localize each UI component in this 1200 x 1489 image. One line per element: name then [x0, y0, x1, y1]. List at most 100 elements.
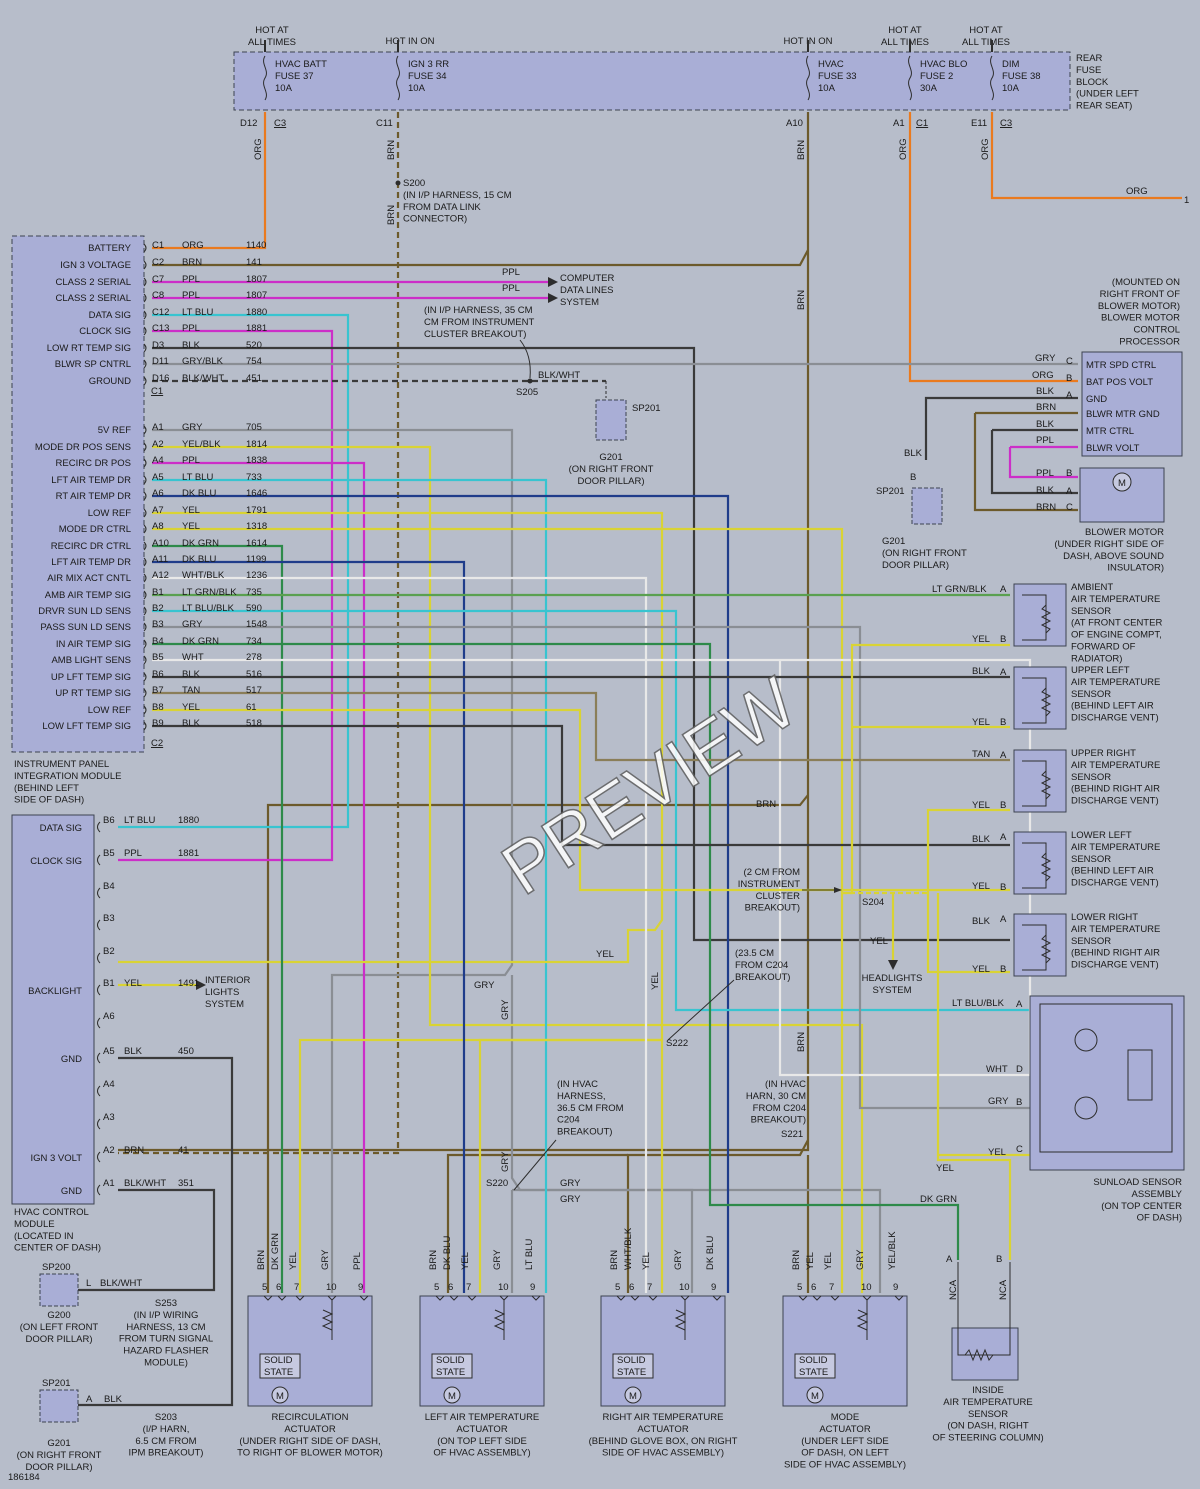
ipim-pin-circuit-12: 1838 — [246, 455, 267, 466]
temp-sensor-b-5: B — [1000, 964, 1006, 975]
wire-tan-b7 — [152, 691, 1010, 762]
ipim-pin-color-26: TAN — [182, 685, 200, 696]
temp-sensor-a-2: A — [1000, 667, 1007, 678]
temp-sensor-resistor-1 — [1040, 604, 1052, 634]
inside-sensor-leads — [957, 1262, 1011, 1356]
actuator-3-terminal-3 — [648, 1295, 658, 1301]
ipim-connector-mark-6 — [143, 326, 147, 336]
sp200-pin: L — [86, 1278, 91, 1289]
wire-gry-s220-2 — [512, 1188, 694, 1293]
terminal-a10: A10 — [786, 118, 803, 129]
temp-sensor-leads-2 — [1022, 677, 1047, 724]
wire-brn-s221 — [626, 1139, 809, 1293]
ipim-pin-id-7: D3 — [152, 340, 164, 351]
wire-label-tan: TAN — [972, 749, 990, 760]
ipim-connector-mark-21 — [143, 606, 147, 616]
actuator-2-wire-5: LT BLU — [524, 1239, 535, 1270]
hvac-pin-name-6: BACKLIGHT — [28, 986, 82, 997]
ipim-pin-color-18: DK BLU — [182, 554, 216, 565]
wire-label-ppl-b2: PPL — [1036, 468, 1054, 479]
wire-ltblu-data — [118, 313, 350, 829]
wire-label-yel-2: YEL — [650, 972, 661, 990]
sp201-left-label: SP201 — [42, 1378, 71, 1389]
temp-sensor-b-2: B — [1000, 717, 1006, 728]
blower-pin-a: A — [1066, 486, 1073, 497]
ipim-pin-name-10: 5V REF — [98, 425, 131, 436]
hvac-pin-circuit-8: 450 — [178, 1046, 194, 1057]
actuator-4-wire-5: YEL/BLK — [887, 1231, 898, 1270]
sunload-pin-2: D — [1016, 1064, 1023, 1075]
blower-proc-pin-name-3: GND — [1086, 394, 1107, 405]
terminal-e11: E11 — [971, 118, 987, 129]
wire-label-nca-1: NCA — [948, 1279, 959, 1300]
wire-label-blk-b1: BLK — [1036, 386, 1055, 397]
diagram-id: 186184 — [8, 1472, 40, 1483]
actuator-3-pin-4: 10 — [679, 1282, 690, 1293]
ipim-pin-circuit-18: 1199 — [246, 554, 266, 565]
actuator-4-pin-2: 6 — [811, 1282, 816, 1293]
ipim-pin-color-21: LT BLU/BLK — [182, 603, 235, 614]
ipim-pin-color-2: BRN — [182, 257, 202, 268]
wire-ltblu-a5 — [152, 478, 548, 1293]
s221-label: S221 — [781, 1129, 803, 1140]
wire-gry-5vref — [152, 428, 514, 1293]
sunload-diode-1 — [1074, 1028, 1098, 1052]
ipim-pin-id-1: C1 — [152, 240, 164, 251]
actuator-box-4 — [782, 1295, 908, 1407]
ipim-connector-mark-28 — [143, 721, 147, 731]
ipim-pin-color-22: GRY — [182, 619, 203, 630]
ipim-pin-id-12: A4 — [152, 455, 164, 466]
temp-sensor-resistor-5 — [1040, 934, 1052, 964]
actuator-1-pin-1: 5 — [262, 1282, 267, 1293]
ipim-pin-id-20: B1 — [152, 587, 164, 598]
actuator-1-terminal-3 — [295, 1295, 305, 1301]
actuator-3-wire-4: GRY — [673, 1249, 684, 1270]
ipim-pin-circuit-23: 734 — [246, 636, 262, 647]
hvac-connector-mark-11 — [97, 1151, 101, 1163]
ipim-connector-mark-26 — [143, 688, 147, 698]
wire-label-org-3: ORG — [1032, 370, 1054, 381]
blower-proc-pin-name-6: BLWR VOLT — [1086, 443, 1140, 454]
ipim-connector-mark-23 — [143, 639, 147, 649]
hvac-pin-circuit-1: 1880 — [178, 815, 199, 826]
hvac-connector-mark-3 — [97, 887, 101, 899]
sunload-chip — [1127, 1049, 1153, 1101]
actuator-1-solid-state — [259, 1353, 301, 1379]
actuator-2-motor-m: M — [448, 1391, 456, 1402]
actuator-2-terminal-3 — [467, 1295, 477, 1301]
actuator-4-pin-5: 9 — [893, 1282, 898, 1293]
ipim-pin-id-13: A5 — [152, 472, 164, 483]
hvac-pin-id-7: A6 — [103, 1011, 115, 1022]
ipim-connector-mark-8 — [143, 359, 147, 369]
wire-label-brn-3: BRN — [796, 140, 807, 160]
wire-label-org-5: ORG — [1126, 186, 1148, 197]
actuator-2-pin-4: 10 — [498, 1282, 509, 1293]
ipim-pin-id-15: A7 — [152, 505, 164, 516]
actuator-1-terminal-2 — [277, 1295, 287, 1301]
wire-label-yel-s1: YEL — [972, 634, 990, 645]
ipim-connector-mark-17 — [143, 541, 147, 551]
wire-org-blower — [908, 112, 1078, 383]
wire-label-ppl-1: PPL — [502, 267, 520, 278]
ipim-pin-color-4: PPL — [182, 290, 200, 301]
actuator-3-pin-2: 6 — [629, 1282, 634, 1293]
ipim-connector-mark-3 — [143, 277, 147, 287]
ipim-pin-name-18: LFT AIR TEMP DR — [51, 557, 131, 568]
terminal-d12: D12 — [240, 118, 257, 129]
ipim-pin-circuit-4: 1807 — [246, 290, 267, 301]
wire-label-yel-1: YEL — [596, 949, 614, 960]
actuator-2-terminal-5 — [531, 1295, 541, 1301]
